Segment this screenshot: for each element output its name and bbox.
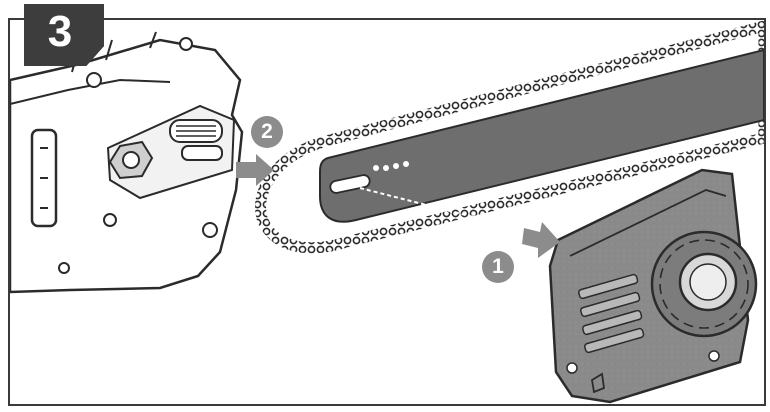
step-badge: 3 xyxy=(24,4,104,66)
guide-bar-icon xyxy=(319,48,764,223)
direction-arrow-icon xyxy=(236,154,274,186)
step-number: 3 xyxy=(47,7,73,56)
sprocket-cover-icon xyxy=(548,168,758,404)
saw-chain-icon xyxy=(255,20,764,254)
direction-arrow-icon xyxy=(522,222,560,258)
chainsaw-body-icon xyxy=(10,31,244,294)
callout-marker-2: 2 xyxy=(251,116,283,148)
assembly-illustration xyxy=(10,20,764,404)
illustration-frame xyxy=(8,18,766,406)
alignment-guide-line xyxy=(359,187,541,235)
callout-marker-1: 1 xyxy=(482,251,514,283)
